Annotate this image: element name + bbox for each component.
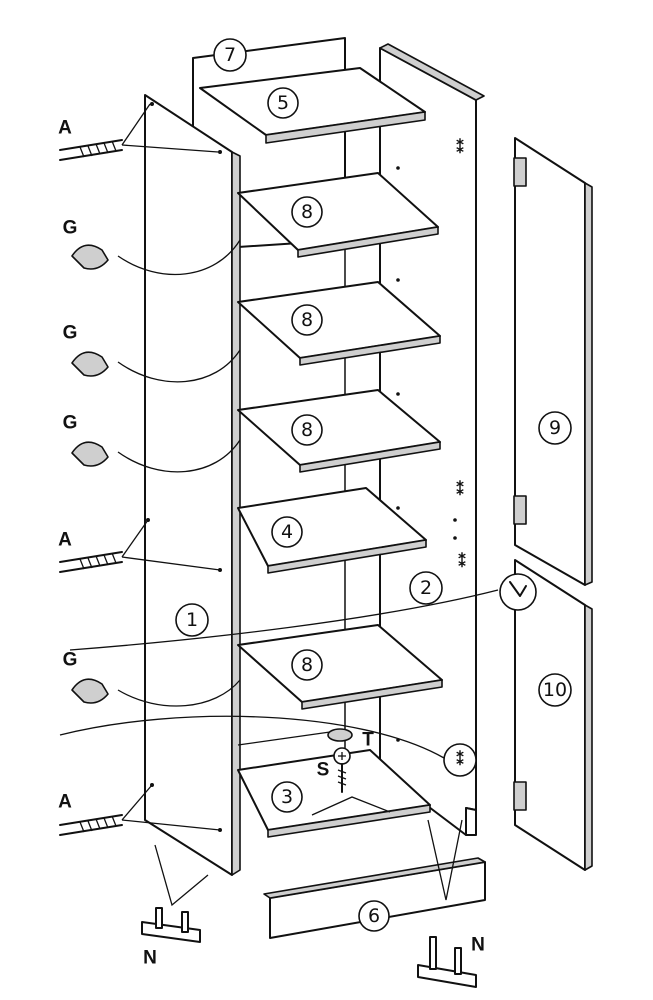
- hardware-g-2: G: [63, 323, 241, 383]
- part-8-label-d: 8: [301, 654, 313, 676]
- hardware-n-left: N: [141, 844, 209, 969]
- part-8-label-c: 8: [301, 419, 313, 441]
- shelf-8-a: 8: [237, 172, 439, 258]
- part-10-label: 10: [543, 679, 567, 701]
- hardware-n-label: N: [471, 935, 485, 956]
- part-7-label: 7: [224, 44, 236, 66]
- hardware-n-right: N: [417, 935, 485, 988]
- fixed-shelf-4: 4: [237, 487, 427, 574]
- hinge-plate-detail: ⁑: [59, 715, 477, 777]
- hardware-g-label: G: [63, 650, 78, 671]
- lower-door: 10: [513, 559, 593, 871]
- top-shelf: 5: [199, 67, 426, 144]
- part-5-label: 5: [277, 92, 289, 114]
- hardware-t-cap: T: [327, 728, 374, 751]
- bottom-shelf: 3: [237, 731, 431, 838]
- part-8-label-a: 8: [301, 201, 313, 223]
- shelf-8-b: 8: [237, 281, 441, 366]
- door-hinge-icon: [513, 157, 527, 187]
- svg-text:⁑: ⁑: [456, 138, 464, 157]
- hardware-n-label: N: [143, 948, 157, 969]
- hardware-a-mid: A: [58, 519, 221, 573]
- hardware-a-label: A: [58, 118, 72, 139]
- part-9-label: 9: [549, 417, 561, 439]
- part-2-label: 2: [420, 577, 432, 599]
- svg-text:⁑: ⁑: [456, 750, 464, 769]
- hardware-a-label: A: [58, 530, 72, 551]
- hardware-s-screw: S: [317, 747, 351, 793]
- hardware-a-label: A: [58, 792, 72, 813]
- part-4-label: 4: [281, 521, 293, 543]
- part-1-label: 1: [186, 609, 198, 631]
- part-1-callout: 1: [175, 603, 209, 637]
- svg-text:⁑: ⁑: [456, 480, 464, 499]
- hinge-detail-callout: [69, 573, 537, 651]
- hardware-g-label: G: [63, 323, 78, 344]
- hardware-g-label: G: [63, 218, 78, 239]
- hardware-s-label: S: [317, 760, 330, 781]
- hardware-a-top: A: [58, 103, 219, 161]
- part-8-label-b: 8: [301, 309, 313, 331]
- part-2-callout: 2: [409, 571, 443, 605]
- part-7-callout: 7: [213, 38, 247, 72]
- hardware-a-bottom: A: [58, 784, 221, 836]
- plinth: 6: [263, 819, 486, 939]
- hinge-mount-top: ⁑: [456, 138, 464, 157]
- shelf-8-d: 8: [237, 624, 443, 710]
- hinge-mount-mid: ⁑: [456, 480, 464, 499]
- upper-door: 9: [513, 137, 593, 586]
- hardware-t-label: T: [362, 730, 374, 751]
- hinge-mount-low: ⁑: [458, 552, 466, 571]
- shelf-8-c: 8: [237, 389, 441, 473]
- hardware-g-label: G: [63, 413, 78, 434]
- hardware-g-3: G: [63, 413, 241, 473]
- part-6-label: 6: [368, 905, 380, 927]
- hardware-g-4: G: [63, 650, 241, 707]
- part-3-label: 3: [281, 786, 293, 808]
- svg-text:⁑: ⁑: [458, 552, 466, 571]
- door-hinge-icon: [513, 781, 527, 811]
- hardware-g-1: G: [63, 218, 241, 275]
- door-hinge-icon: [513, 495, 527, 525]
- left-side-panel: [144, 94, 241, 876]
